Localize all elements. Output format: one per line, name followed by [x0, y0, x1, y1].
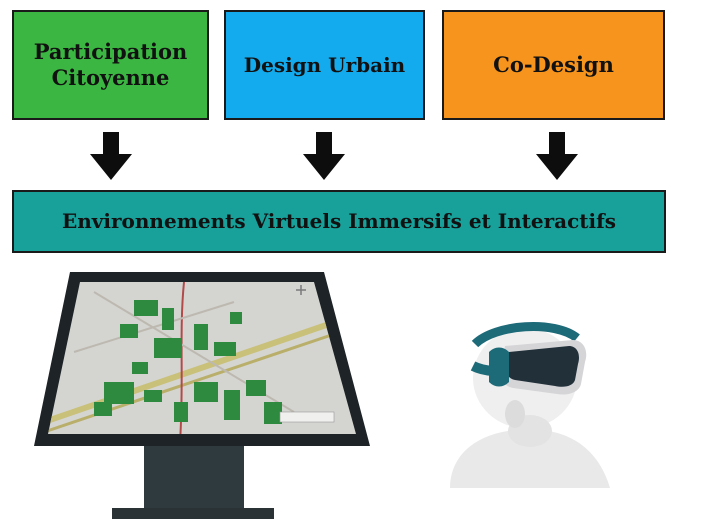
participation-citoyenne-box: Participation Citoyenne — [12, 10, 209, 120]
co-design-label: Co-Design — [493, 52, 614, 77]
co-design-box: Co-Design — [442, 10, 665, 120]
design-urbain-label: Design Urbain — [243, 52, 406, 77]
vr-headset-person-icon — [405, 306, 707, 488]
down-arrow-icon — [303, 132, 345, 180]
down-arrow-icon — [90, 132, 132, 180]
environnements-virtuels-box: Environnements Virtuels Immersifs et Int… — [12, 190, 666, 253]
participation-citoyenne-label: Participation Citoyenne — [33, 38, 188, 90]
environnements-virtuels-label: Environnements Virtuels Immersifs et Int… — [62, 209, 616, 233]
design-urbain-box: Design Urbain — [224, 10, 425, 120]
touchscreen-kiosk-icon — [34, 272, 370, 519]
down-arrow-icon — [536, 132, 578, 180]
